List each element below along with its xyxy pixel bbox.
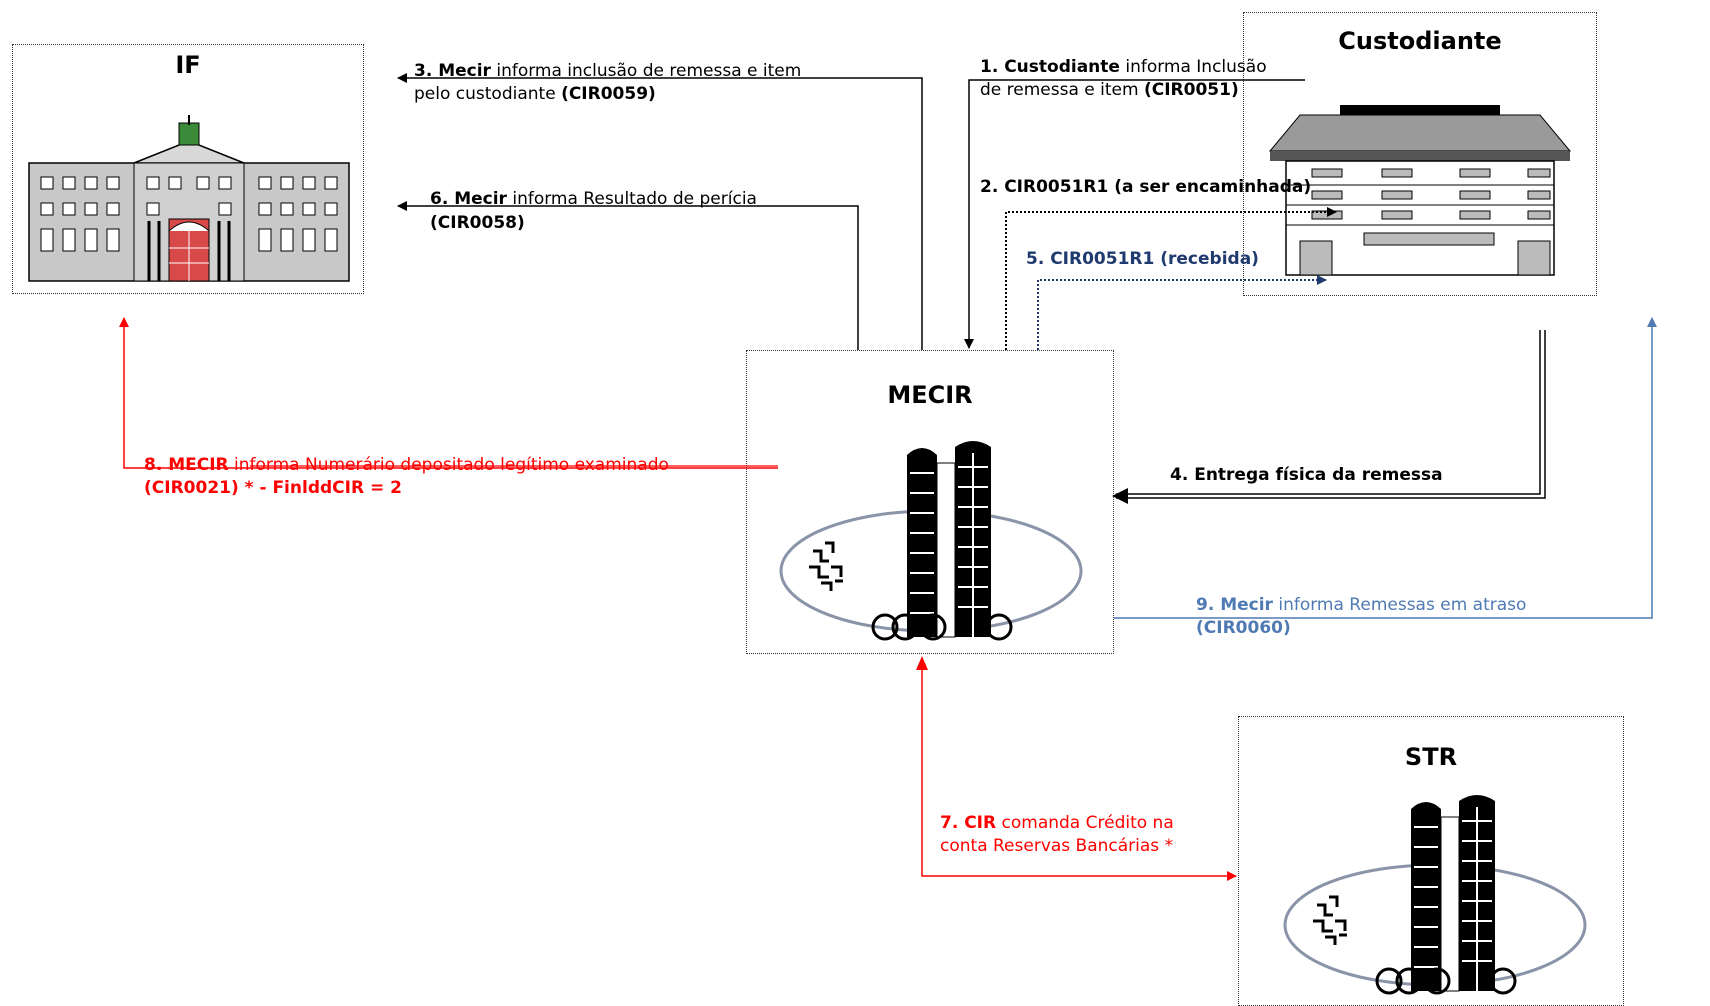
arrow-flow-5 bbox=[1037, 275, 1327, 350]
arrow-flow-8 bbox=[119, 317, 778, 469]
arrow-flow-6 bbox=[397, 201, 859, 350]
flow-2-text: 2. CIR0051R1 (a ser encaminhada) bbox=[980, 177, 1312, 197]
central-bank-logo-icon bbox=[1283, 795, 1587, 995]
flow-7-label: 7. CIR comanda Crédito na conta Reservas… bbox=[940, 812, 1174, 858]
flow-1-code: (CIR0051) bbox=[1143, 80, 1239, 100]
flow-8-text-2: (CIR0021) * - FinlddCIR = 2 bbox=[144, 478, 402, 498]
mecir-box: MECIR bbox=[746, 350, 1114, 654]
bank-building-icon bbox=[28, 115, 350, 282]
flow-6-label: 6. Mecir informa Resultado de perícia bbox=[430, 188, 757, 211]
custodiante-title: Custodiante bbox=[1338, 27, 1502, 55]
arrow-flow-1 bbox=[964, 79, 1305, 349]
flow-2-label: 2. CIR0051R1 (a ser encaminhada) bbox=[980, 176, 1311, 199]
flow-8-bold: 8. MECIR bbox=[144, 455, 229, 475]
flow-3-code: (CIR0059) bbox=[561, 84, 656, 104]
flow-8-text: informa Numerário depositado legítimo ex… bbox=[228, 455, 669, 475]
flow-4-text: 4. Entrega física da remessa bbox=[1170, 465, 1443, 485]
arrow-flow-4-head bbox=[1112, 488, 1128, 504]
flow-6-code: (CIR0058) bbox=[430, 213, 525, 233]
office-building-icon bbox=[1268, 105, 1572, 276]
flow-8-label: 8. MECIR informa Numerário depositado le… bbox=[144, 454, 669, 500]
arrow-flow-7-head-up bbox=[916, 656, 928, 670]
flow-6-bold: 6. Mecir bbox=[430, 189, 507, 209]
flow-1-text-2: de remessa e item bbox=[980, 80, 1144, 100]
mecir-title: MECIR bbox=[887, 381, 973, 409]
flow-1-text: informa Inclusão bbox=[1119, 57, 1267, 77]
flow-9-bold: 9. Mecir bbox=[1196, 595, 1273, 615]
arrow-flow-2 bbox=[1005, 207, 1337, 350]
flow-5-text: 5. CIR0051R1 (recebida) bbox=[1026, 249, 1259, 269]
flow-9-code: (CIR0060) bbox=[1196, 618, 1291, 638]
flow-3-text: informa inclusão de remessa e item bbox=[490, 61, 802, 81]
flow-4-label: 4. Entrega física da remessa bbox=[1170, 464, 1443, 487]
custodiante-box: Custodiante bbox=[1243, 12, 1597, 296]
flow-1-label: 1. Custodiante informa Inclusão de remes… bbox=[980, 56, 1267, 102]
str-box: STR bbox=[1238, 716, 1624, 1006]
flow-3-bold: 3. Mecir bbox=[414, 61, 491, 81]
flow-7-text: comanda Crédito na bbox=[996, 813, 1174, 833]
flow-9-label: 9. Mecir informa Remessas em atraso (CIR… bbox=[1196, 594, 1526, 640]
flow-6-code-label: (CIR0058) bbox=[430, 212, 525, 235]
flow-7-text-2: conta Reservas Bancárias * bbox=[940, 836, 1174, 856]
flow-1-bold: 1. Custodiante bbox=[980, 57, 1120, 77]
flow-9-text: informa Remessas em atraso bbox=[1272, 595, 1527, 615]
arrow-flow-9 bbox=[1114, 317, 1657, 619]
central-bank-logo-icon bbox=[779, 441, 1083, 641]
str-title: STR bbox=[1404, 743, 1458, 771]
arrow-flow-4 bbox=[1116, 330, 1541, 495]
flow-3-text-2: pelo custodiante bbox=[414, 84, 562, 104]
flow-3-label: 3. Mecir informa inclusão de remessa e i… bbox=[414, 60, 801, 106]
arrow-flow-3 bbox=[397, 73, 923, 350]
arrow-flow-4-inner bbox=[1116, 330, 1546, 499]
if-box: IF bbox=[12, 44, 364, 294]
flow-7-bold: 7. CIR bbox=[940, 813, 997, 833]
flow-6-text: informa Resultado de perícia bbox=[506, 189, 757, 209]
arrow-flow-7 bbox=[921, 658, 1237, 881]
flow-5-label: 5. CIR0051R1 (recebida) bbox=[1026, 248, 1259, 271]
if-title: IF bbox=[175, 51, 201, 79]
